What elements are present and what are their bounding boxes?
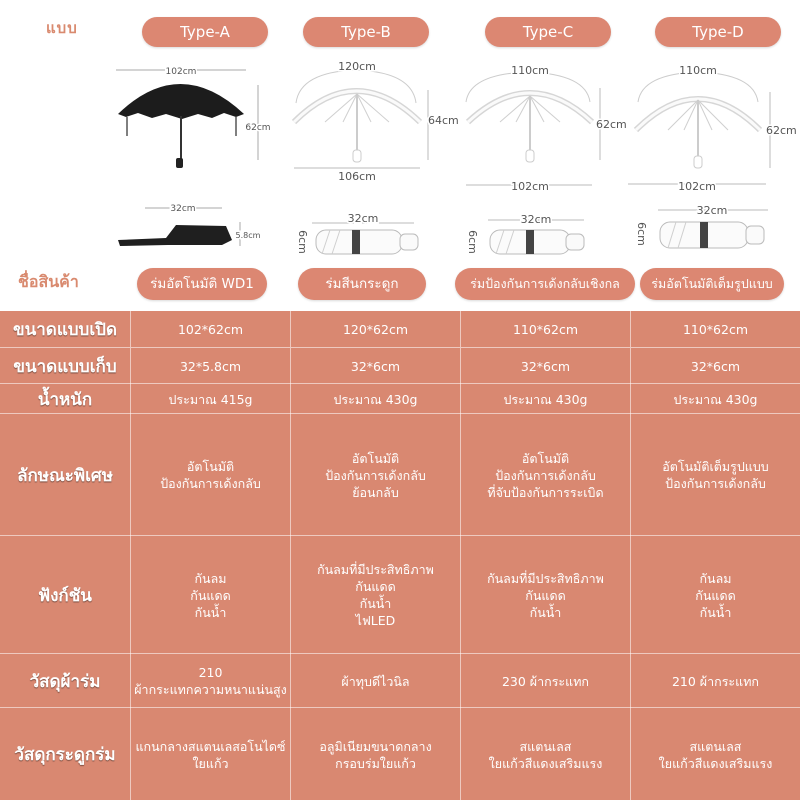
row-label-fabric: วัสดุผ้าร่ม xyxy=(29,671,101,692)
umbrella-a-open-image: 102cm 62cm xyxy=(116,66,272,168)
umbrella-b-folded-length-label: 32cm xyxy=(348,212,379,225)
umbrella-d-bottom-label: 102cm xyxy=(678,180,716,193)
table-cell: กันลมที่มีประสิทธิภาพ กันแดด กันน้ำ ไฟLE… xyxy=(290,536,460,654)
style-label: แบบ xyxy=(46,19,78,37)
table-row: วัสดุผ้าร่ม 210 ผ้ากระแทกความหนาแน่นสูง … xyxy=(0,653,800,708)
table-cell: 210 ผ้ากระแทก xyxy=(630,654,800,708)
type-a-badge: Type-A xyxy=(142,17,268,47)
umbrella-c-folded-image: 32cm 6cm xyxy=(465,212,585,255)
table-cell: 32*5.8cm xyxy=(130,348,290,384)
umbrella-diagrams: 102cm 62cm 32cm 5.8cm 120cm xyxy=(116,59,798,255)
table-cell: กันลมที่มีประสิทธิภาพ กันแดด กันน้ำ xyxy=(460,536,630,654)
table-cell: อัตโนมัติ ป้องกันการเด้งกลับ ย้อนกลับ xyxy=(290,414,460,536)
table-cell: 120*62cm xyxy=(290,311,460,347)
product-name-c: ร่มป้องกันการเด้งกลับเชิงกล xyxy=(455,268,635,300)
table-cell: 110*62cm xyxy=(630,311,800,347)
umbrella-d-folded-length-label: 32cm xyxy=(697,204,728,217)
umbrella-a-folded-image: 32cm 5.8cm xyxy=(118,203,262,246)
table-cell: ประมาณ 430g xyxy=(460,384,630,414)
table-row: ลักษณะพิเศษ อัตโนมัติ ป้องกันการเด้งกลับ… xyxy=(0,413,800,536)
umbrella-b-side-label: 64cm xyxy=(428,114,459,127)
table-cell: อัตโนมัติ ป้องกันการเด้งกลับ xyxy=(130,414,290,536)
table-cell: 32*6cm xyxy=(630,348,800,384)
umbrella-c-side-label: 62cm xyxy=(596,118,627,131)
table-cell: 32*6cm xyxy=(290,348,460,384)
table-cell: 110*62cm xyxy=(460,311,630,347)
product-name-b: ร่มสีนกระดูก xyxy=(298,268,426,300)
table-cell: แกนกลางสแตนเลสอโนไดซ์ ใยแก้ว xyxy=(130,708,290,801)
table-cell: อลูมิเนียมขนาดกลาง กรอบร่มใยแก้ว xyxy=(290,708,460,801)
table-cell: 210 ผ้ากระแทกความหนาแน่นสูง xyxy=(130,654,290,708)
umbrella-d-side-label: 62cm xyxy=(766,124,797,137)
umbrella-d-open-image: 110cm 62cm 102cm xyxy=(628,63,798,195)
row-label-features: ลักษณะพิเศษ xyxy=(17,465,113,486)
umbrella-a-folded-height-label: 5.8cm xyxy=(236,231,261,240)
row-label-function: ฟังก์ชัน xyxy=(38,585,92,606)
type-b-badge: Type-B xyxy=(303,17,429,47)
umbrella-b-open-image: 120cm 64cm 106cm xyxy=(291,59,460,185)
table-cell: ประมาณ 430g xyxy=(290,384,460,414)
umbrella-b-top-label: 120cm xyxy=(338,60,376,73)
product-name-d: ร่มอัตโนมัติเต็มรูปแบบ xyxy=(640,268,784,300)
table-cell: ประมาณ 430g xyxy=(630,384,800,414)
table-cell: ผ้าทุบดีไวนิล xyxy=(290,654,460,708)
table-row: ฟังก์ชัน กันลม กันแดด กันน้ำ กันลมที่มีป… xyxy=(0,535,800,654)
umbrella-a-width-label: 102cm xyxy=(166,67,197,77)
umbrella-c-folded-height-label: 6cm xyxy=(466,230,479,254)
umbrella-d-folded-height-label: 6cm xyxy=(635,222,648,246)
type-d-badge: Type-D xyxy=(655,17,781,47)
product-name-label: ชื่อสินค้า xyxy=(18,272,79,291)
type-c-badge: Type-C xyxy=(485,17,611,47)
umbrella-a-folded-length-label: 32cm xyxy=(170,204,195,214)
table-row: ขนาดแบบเปิด 102*62cm 120*62cm 110*62cm 1… xyxy=(0,311,800,347)
umbrella-b-bottom-label: 106cm xyxy=(338,170,376,183)
table-cell: 102*62cm xyxy=(130,311,290,347)
table-cell: สแตนเลส ใยแก้วสีแดงเสริมแรง xyxy=(630,708,800,801)
table-row: วัสดุกระดูกร่ม แกนกลางสแตนเลสอโนไดซ์ ใยแ… xyxy=(0,707,800,801)
table-row: น้ำหนัก ประมาณ 415g ประมาณ 430g ประมาณ 4… xyxy=(0,383,800,414)
table-cell: กันลม กันแดด กันน้ำ xyxy=(630,536,800,654)
umbrella-c-open-image: 110cm 62cm 102cm xyxy=(465,63,628,195)
umbrella-b-folded-height-label: 6cm xyxy=(296,230,309,254)
product-name-a: ร่มอัตโนมัติ WD1 xyxy=(137,268,267,300)
umbrella-a-height-label: 62cm xyxy=(245,123,270,133)
row-label-frame: วัสดุกระดูกร่ม xyxy=(14,745,116,765)
umbrella-d-folded-image: 32cm 6cm xyxy=(634,203,768,249)
row-label-open-size: ขนาดแบบเปิด xyxy=(12,319,117,340)
row-label-folded-size: ขนาดแบบเก็บ xyxy=(13,356,117,377)
table-cell: ประมาณ 415g xyxy=(130,384,290,414)
umbrella-c-folded-length-label: 32cm xyxy=(521,213,552,226)
table-cell: อัตโนมัติ ป้องกันการเด้งกลับ ที่จับป้องก… xyxy=(460,414,630,536)
table-cell: 32*6cm xyxy=(460,348,630,384)
table-cell: กันลม กันแดด กันน้ำ xyxy=(130,536,290,654)
table-row: ขนาดแบบเก็บ 32*5.8cm 32*6cm 32*6cm 32*6c… xyxy=(0,347,800,384)
umbrella-c-bottom-label: 102cm xyxy=(511,180,549,193)
row-label-weight: น้ำหนัก xyxy=(37,389,93,410)
umbrella-c-top-label: 110cm xyxy=(511,64,549,77)
umbrella-b-folded-image: 32cm 6cm xyxy=(295,211,419,255)
table-cell: 230 ผ้ากระแทก xyxy=(460,654,630,708)
umbrella-d-top-label: 110cm xyxy=(679,64,717,77)
table-cell: อัตโนมัติเต็มรูปแบบ ป้องกันการเด้งกลับ xyxy=(630,414,800,536)
comparison-table: ขนาดแบบเปิด 102*62cm 120*62cm 110*62cm 1… xyxy=(0,311,800,801)
table-cell: สแตนเลส ใยแก้วสีแดงเสริมแรง xyxy=(460,708,630,801)
